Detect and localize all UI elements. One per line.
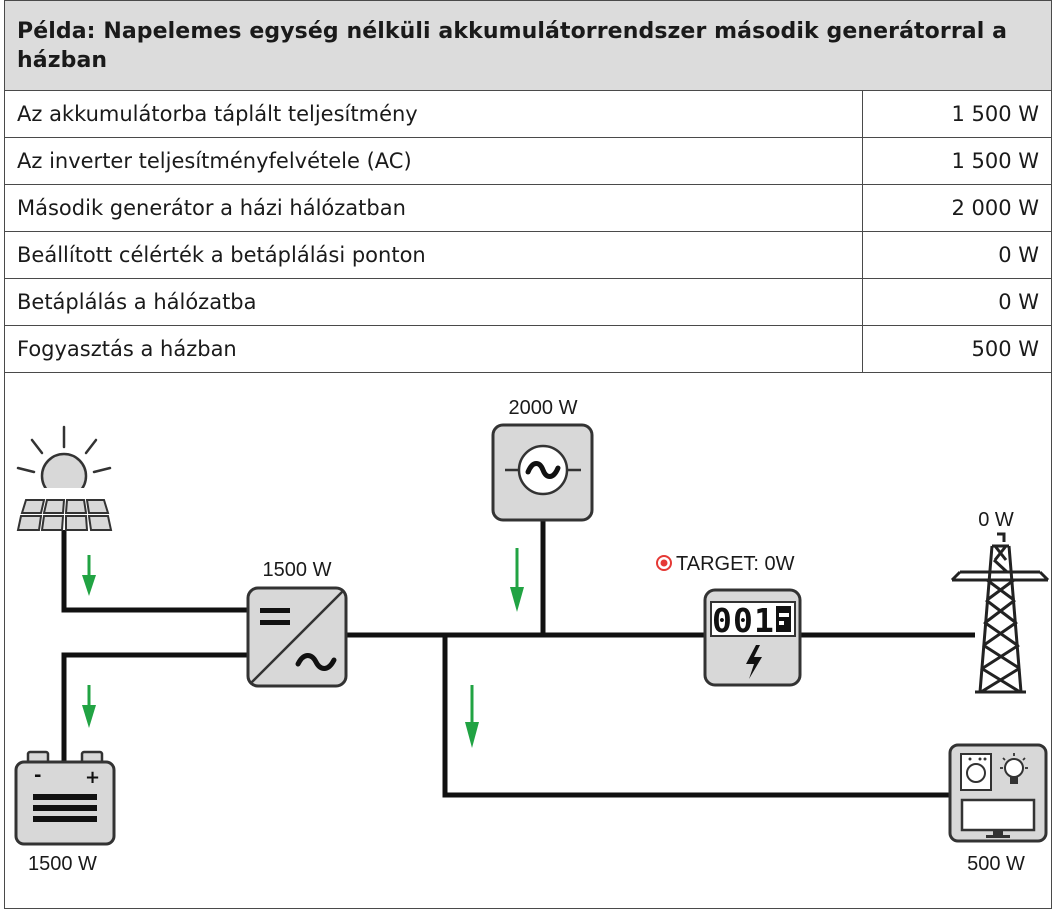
- row-label: Az inverter teljesítményfelvétele (AC): [4, 137, 863, 185]
- flow-arrows: [82, 548, 524, 748]
- power-pylon-icon: [950, 532, 1050, 694]
- battery-power-label: 1500 W: [28, 853, 97, 875]
- inverter-icon: [246, 586, 348, 688]
- row-value: 1 500 W: [862, 137, 1052, 185]
- table-row: Betáplálás a hálózatba 0 W: [4, 278, 1052, 326]
- grid-power-label: 0 W: [978, 509, 1014, 531]
- row-label: Betáplálás a hálózatba: [4, 278, 863, 326]
- page-title: Példa: Napelemes egység nélküli akkumulá…: [17, 19, 1008, 73]
- household-consumers-icon: [948, 743, 1048, 843]
- connection-lines: [61, 520, 975, 798]
- table-row: Az inverter teljesítményfelvétele (AC) 1…: [4, 137, 1052, 185]
- solar-panel-icon: [16, 425, 113, 531]
- values-table: Az akkumulátorba táplált teljesítmény 1 …: [4, 90, 1052, 373]
- row-label: Az akkumulátorba táplált teljesítmény: [4, 90, 863, 138]
- table-row: Beállított célérték a betáplálási ponton…: [4, 231, 1052, 279]
- consumption-power-label: 500 W: [967, 853, 1025, 875]
- table-row: Az akkumulátorba táplált teljesítmény 1 …: [4, 90, 1052, 138]
- meter-digit: 1: [754, 601, 774, 640]
- energy-meter-icon: 0 0 1: [703, 588, 802, 687]
- row-label: Beállított célérték a betáplálási ponton: [4, 231, 863, 279]
- generator-icon: [491, 423, 594, 522]
- row-label: Fogyasztás a házban: [4, 325, 863, 373]
- generator-power-label: 2000 W: [509, 397, 578, 419]
- arrow-down-icon: [465, 722, 479, 748]
- row-value: 2 000 W: [862, 184, 1052, 232]
- svg-text:+: +: [85, 767, 100, 788]
- row-value: 1 500 W: [862, 90, 1052, 138]
- target-label: TARGET: 0W: [676, 553, 795, 575]
- row-label: Második generátor a házi hálózatban: [4, 184, 863, 232]
- arrow-down-icon: [82, 705, 96, 728]
- target-icon: [656, 555, 672, 571]
- inverter-power-label: 1500 W: [263, 559, 332, 581]
- table-row: Második generátor a házi hálózatban 2 00…: [4, 184, 1052, 232]
- row-value: 0 W: [862, 278, 1052, 326]
- title-row: Példa: Napelemes egység nélküli akkumulá…: [4, 0, 1052, 91]
- meter-digit: 0: [733, 601, 753, 640]
- svg-text:-: -: [34, 765, 41, 786]
- arrow-down-icon: [82, 575, 96, 596]
- row-value: 500 W: [862, 325, 1052, 373]
- row-value: 0 W: [862, 231, 1052, 279]
- arrow-down-icon: [510, 587, 524, 612]
- table-row: Fogyasztás a házban 500 W: [4, 325, 1052, 373]
- meter-digit: 0: [712, 601, 732, 640]
- battery-icon: - +: [14, 750, 116, 846]
